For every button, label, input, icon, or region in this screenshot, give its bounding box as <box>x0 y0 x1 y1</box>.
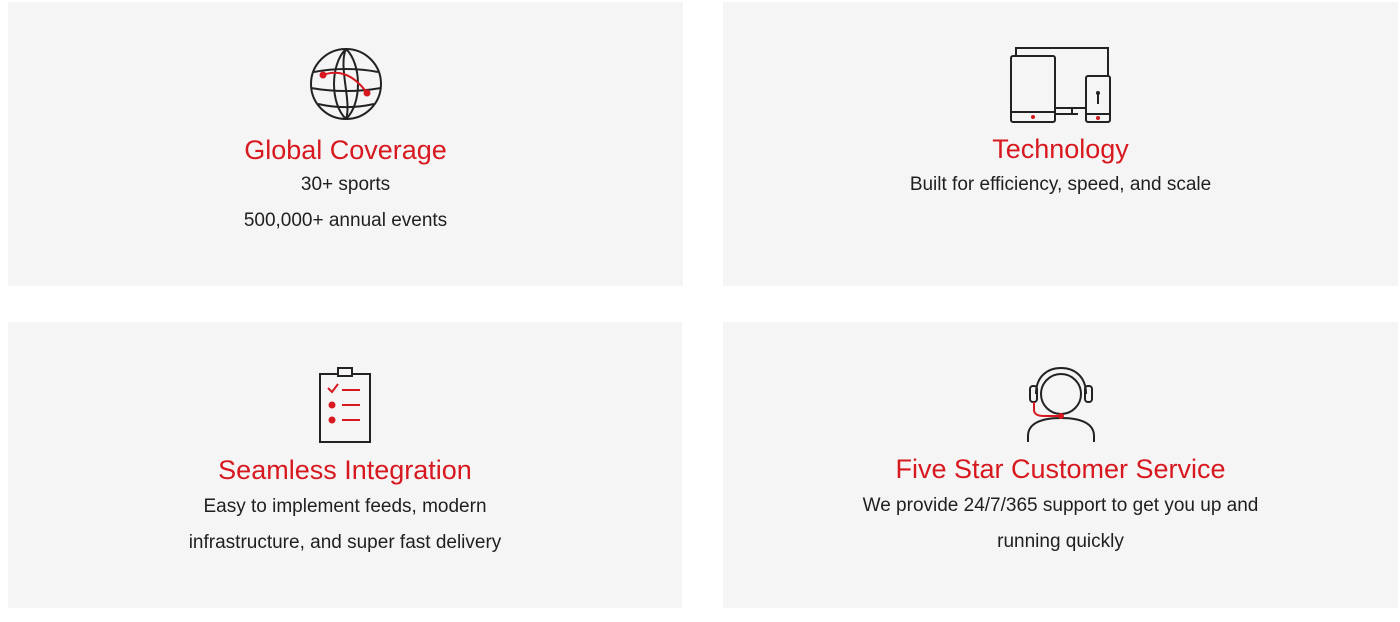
feature-title: Technology <box>992 134 1129 164</box>
feature-card-customer-service: Five Star Customer Service We provide 24… <box>723 322 1398 608</box>
feature-card-technology: Technology Built for efficiency, speed, … <box>723 2 1398 286</box>
feature-description-line: Built for efficiency, speed, and scale <box>909 174 1212 195</box>
feature-title: Seamless Integration <box>218 455 472 485</box>
feature-card-seamless-integration: Seamless Integration Easy to implement f… <box>8 322 682 608</box>
feature-card-global-coverage: Global Coverage 30+ sports 500,000+ annu… <box>8 2 683 286</box>
feature-description-line: 500,000+ annual events <box>243 210 448 231</box>
devices-icon <box>1009 46 1112 124</box>
feature-title: Global Coverage <box>244 135 447 165</box>
feature-description-line: We provide 24/7/365 support to get you u… <box>862 495 1259 516</box>
feature-description-line: running quickly <box>997 531 1124 552</box>
feature-description-line: Easy to implement feeds, modern <box>203 496 487 517</box>
feature-description-line: infrastructure, and super fast delivery <box>188 532 502 553</box>
feature-title: Five Star Customer Service <box>895 454 1226 484</box>
feature-description-line: 30+ sports <box>300 174 391 195</box>
headset-support-icon <box>1026 366 1096 444</box>
clipboard-checklist-icon <box>318 366 372 444</box>
globe-icon <box>308 46 384 122</box>
